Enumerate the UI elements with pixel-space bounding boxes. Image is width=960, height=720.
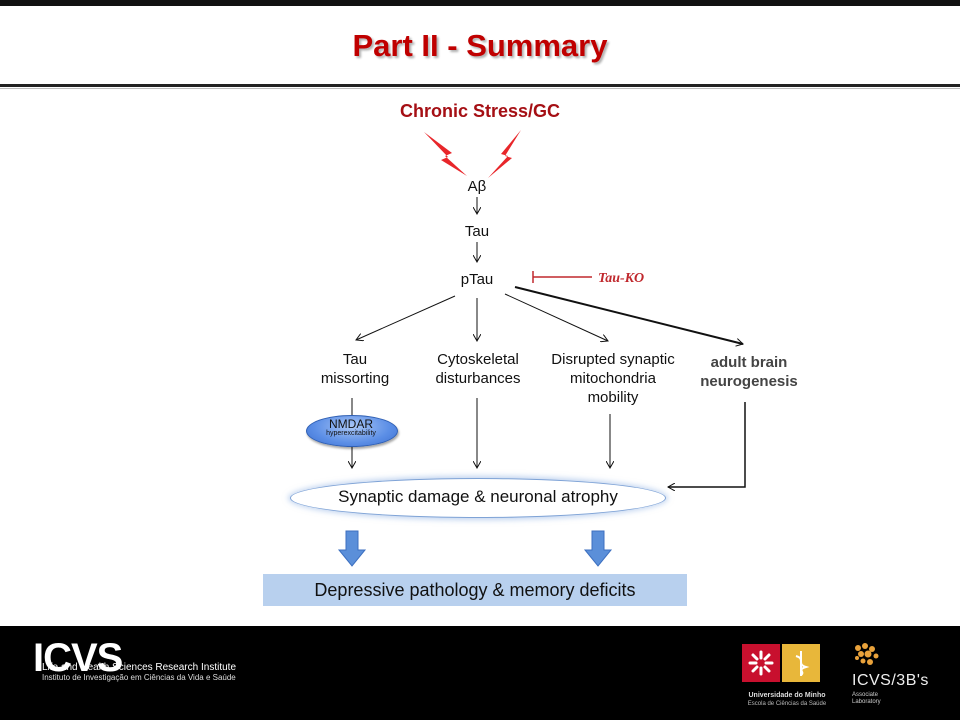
uminho-emblem-icon [748,650,774,676]
icvs-3bs-laboratory: Laboratory [852,699,881,705]
uminho-name: Universidade do Minho [748,692,826,699]
branch-3-line-2: mitochondria [570,370,656,387]
lightning-bolt-left-icon [424,132,467,176]
branch-2-line-2: disturbances [435,370,521,387]
synaptic-damage-ellipse [290,478,666,518]
nmdar-sublabel: hyperexcitability [326,430,376,437]
branch-mitochondria: Disrupted synaptic mitochondria mobility [540,350,686,407]
node-ptau: pTau [460,271,494,288]
node-tau: Tau [464,223,490,240]
branch-1-line-1: Tau [342,351,368,368]
top-bar [0,0,960,6]
caduceus-icon [795,651,810,676]
stress-label: Chronic Stress/GC [399,101,561,121]
branch-1-line-2: missorting [320,370,390,387]
down-arrow-left-icon [337,530,367,567]
uminho-logo-red [742,644,780,682]
depressive-pathology-box [263,574,687,606]
branch-3-line-1: Disrupted synaptic [551,351,675,368]
branch-4-line-1: adult brain [710,354,788,371]
title-rule-light [0,88,960,89]
node-abeta: Aβ [467,178,487,195]
branch-neurogenesis: adult brain neurogenesis [694,353,804,391]
icvs-3bs-logo: ICVS/3B's [852,672,929,689]
arrow-ptau-missorting [356,295,456,340]
branch-cytoskeletal: Cytoskeletal disturbances [422,350,534,388]
synaptic-damage-label: Synaptic damage & neuronal atrophy [338,487,618,506]
uminho-school: Escola de Ciências da Saúde [747,701,827,707]
branch-3-line-3: mobility [587,389,639,406]
icvs-subtitle-en: Life and Health Sciences Research Instit… [42,662,236,673]
icvs-3bs-associate: Associate [852,692,879,698]
arrow-ptau-mitochondria [504,293,608,341]
nmdar-ellipse [306,415,398,447]
arrow-ptau-neurogenesis [514,286,743,344]
branch-4-line-2: neurogenesis [700,373,798,390]
title-rule [0,84,960,87]
uminho-logo-yellow [782,644,820,682]
icvs-subtitle-pt: Instituto de Investigação em Ciências da… [42,673,236,682]
lightning-bolt-right-icon [488,130,521,178]
slide-title: Part II - Summary [352,28,608,63]
depressive-pathology-label: Depressive pathology & memory deficits [314,580,636,600]
icvs-logo: ICVS [33,636,123,680]
icvs-3bs-dots-icon [855,643,879,665]
nmdar-label: NMDAR [329,417,373,431]
tau-ko-label: Tau-KO [598,271,645,286]
branch-2-line-1: Cytoskeletal [437,351,519,368]
arrow-neurogenesis-synaptic [668,402,746,487]
branch-tau-missorting: Tau missorting [300,350,410,388]
down-arrow-right-icon [583,530,613,567]
